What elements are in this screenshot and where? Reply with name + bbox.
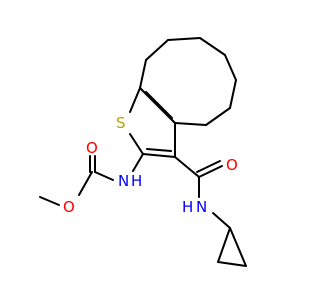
bond xyxy=(142,153,176,158)
sulfur-atom-label: S xyxy=(116,114,126,132)
bond xyxy=(174,156,200,178)
bond xyxy=(139,59,147,89)
bond xyxy=(129,87,141,113)
bond xyxy=(196,160,221,173)
ester-oxygen-label: O xyxy=(63,198,75,216)
bond xyxy=(199,37,226,56)
bonds xyxy=(39,37,247,267)
carbonyl-oxygen-label: O xyxy=(86,139,98,157)
carbamate-nitrogen-label: N xyxy=(118,172,129,190)
bond xyxy=(167,37,201,41)
bond xyxy=(132,153,144,172)
amide-hydrogen-label: H xyxy=(182,198,193,216)
bond xyxy=(217,261,247,267)
bond xyxy=(129,133,144,155)
bond xyxy=(39,196,60,206)
bond xyxy=(198,165,223,178)
bond xyxy=(139,87,176,124)
atom-labels: S O N H N H O O xyxy=(63,114,238,216)
bond xyxy=(78,171,93,196)
bond xyxy=(145,91,173,119)
bond xyxy=(94,171,114,181)
molecule-svg: S O N H N H O O xyxy=(39,37,247,267)
carbamate-hydrogen-label: H xyxy=(131,172,142,190)
structure-diagram: S O N H N H O O xyxy=(39,37,247,267)
amide-oxygen-label: O xyxy=(226,156,238,174)
bond xyxy=(229,227,247,267)
bond xyxy=(229,79,237,109)
bond xyxy=(217,227,231,263)
amide-nitrogen-label: N xyxy=(196,198,207,216)
bond xyxy=(146,148,172,152)
bond xyxy=(212,212,231,229)
bond xyxy=(205,107,231,126)
bond xyxy=(174,122,207,126)
bond xyxy=(145,39,169,61)
bond xyxy=(224,54,237,81)
